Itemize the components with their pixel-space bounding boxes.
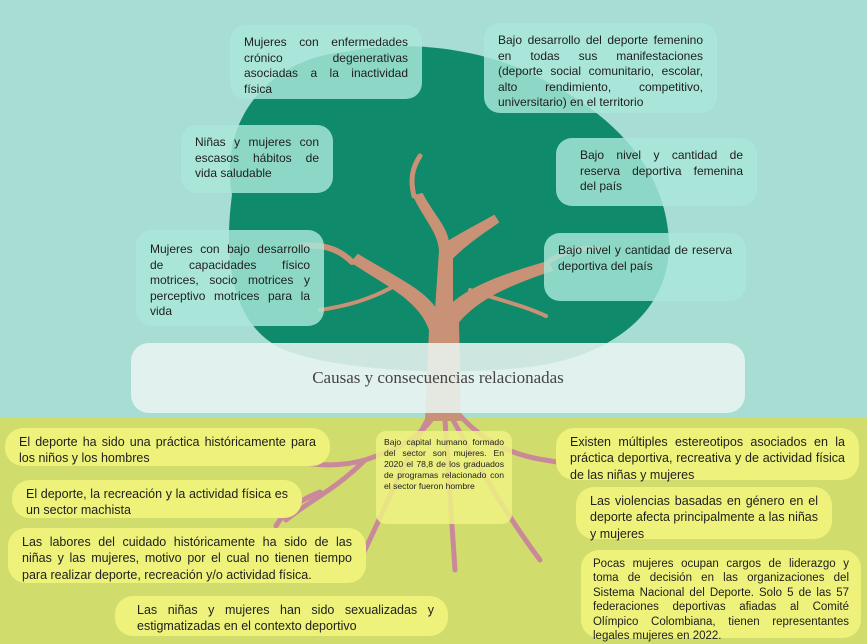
consequence-text: Niñas y mujeres con escasos hábitos de v… xyxy=(195,135,319,181)
cause-text: Existen múltiples estereotipos asociados… xyxy=(570,435,845,482)
center-label-text: Causas y consecuencias relacionadas xyxy=(312,368,564,387)
root-note-text: Bajo capital humano formado del sector s… xyxy=(384,437,504,491)
cause-text: El deporte ha sido una práctica históric… xyxy=(19,435,316,466)
consequence-box-chronic-diseases: Mujeres con enfermedades crónico degener… xyxy=(230,25,422,99)
consequence-box-motor-skills: Mujeres con bajo desarrollo de capacidad… xyxy=(136,230,324,326)
consequence-box-national-reserve: Bajo nivel y cantidad de reserva deporti… xyxy=(544,233,746,301)
consequence-box-healthy-habits: Niñas y mujeres con escasos hábitos de v… xyxy=(181,125,333,193)
consequence-box-low-female-sport: Bajo desarrollo del deporte femenino en … xyxy=(484,23,717,113)
cause-box-sexualization: Las niñas y mujeres han sido sexualizada… xyxy=(115,596,448,636)
cause-box-machista-sector: El deporte, la recreación y la actividad… xyxy=(12,480,302,518)
cause-text: Las violencias basadas en género en el d… xyxy=(590,494,818,541)
cause-box-stereotypes: Existen múltiples estereotipos asociados… xyxy=(556,428,859,482)
consequence-box-female-reserve: Bajo nivel y cantidad de reserva deporti… xyxy=(556,138,757,206)
cause-text: El deporte, la recreación y la actividad… xyxy=(26,487,288,518)
root-note-box: Bajo capital humano formado del sector s… xyxy=(376,431,512,524)
consequence-text: Mujeres con bajo desarrollo de capacidad… xyxy=(150,242,310,319)
cause-box-historical-male-practice: El deporte ha sido una práctica históric… xyxy=(5,428,330,466)
cause-text: Pocas mujeres ocupan cargos de liderazgo… xyxy=(593,558,849,642)
consequence-text: Bajo nivel y cantidad de reserva deporti… xyxy=(558,243,732,273)
center-label: Causas y consecuencias relacionadas xyxy=(131,343,745,413)
cause-text: Las labores del cuidado históricamente h… xyxy=(22,535,352,582)
consequence-text: Bajo desarrollo del deporte femenino en … xyxy=(498,33,703,110)
cause-box-care-work: Las labores del cuidado históricamente h… xyxy=(8,528,366,583)
consequence-text: Bajo nivel y cantidad de reserva deporti… xyxy=(580,148,743,194)
cause-box-gender-violence: Las violencias basadas en género en el d… xyxy=(576,487,832,541)
cause-box-leadership: Pocas mujeres ocupan cargos de liderazgo… xyxy=(581,550,861,642)
cause-text: Las niñas y mujeres han sido sexualizada… xyxy=(137,603,434,634)
consequence-text: Mujeres con enfermedades crónico degener… xyxy=(244,35,408,96)
